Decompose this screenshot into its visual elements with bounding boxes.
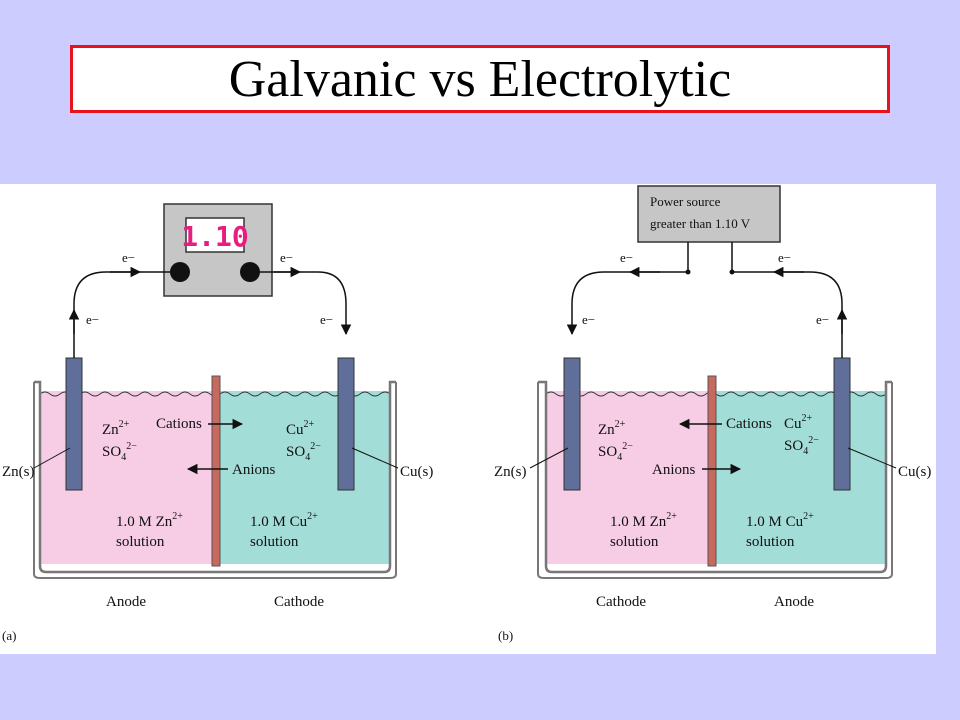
svg-text:Zn2+: Zn2+ [598,419,626,438]
slide-title: Galvanic vs Electrolytic [70,45,890,113]
cathode-solution-label: 1.0 M Zn [610,514,667,530]
electron-label: e− [778,250,791,265]
svg-text:SO42−: SO42− [784,435,819,457]
zinc-metal-label: Zn(s) [494,464,527,480]
charge-superscript: 2+ [304,419,315,430]
zinc-ion-label: Zn [102,422,119,438]
subscript: 4 [121,452,126,463]
subscript: 4 [617,452,622,463]
zinc-electrode [65,357,83,491]
electron-label: e− [320,312,333,327]
charge-superscript: 2+ [119,419,130,430]
cathode-label: Cathode [596,594,646,610]
svg-text:Cu2+: Cu2+ [784,413,813,432]
cathode-solution [220,391,390,564]
charge-superscript: 2− [808,435,819,446]
charge-superscript: 2+ [803,511,814,522]
left-wire [566,271,688,336]
zinc-ion-label: Zn [598,422,615,438]
zinc-metal-label: Zn(s) [2,464,35,480]
sulfate-ion-label: SO [784,438,803,454]
cathode-solution-label: 1.0 M Cu [250,514,308,530]
copper-ion-label: Cu [286,422,304,438]
cations-label: Cations [726,416,772,432]
porous-divider [211,375,221,567]
cells-diagram: 1.10 e− e− e− e− Zn(s) Cu(s) Zn2+ SO42− … [2,185,931,643]
anode-solution-label: 1.0 M Cu [746,514,804,530]
right-terminal [240,262,260,282]
svg-text:SO42−: SO42− [286,441,321,463]
svg-text:Cu2+: Cu2+ [286,419,315,438]
meter-reading: 1.10 [181,220,248,253]
anions-label: Anions [232,462,276,478]
cations-label: Cations [156,416,202,432]
charge-superscript: 2+ [615,419,626,430]
subscript: 4 [803,446,808,457]
electron-label: e− [582,312,595,327]
right-wire [260,271,352,336]
voltmeter-display [185,217,245,253]
charge-superscript: 2+ [802,413,813,424]
svg-text:1.0 M Zn2+: 1.0 M Zn2+ [116,511,183,530]
beaker [34,380,396,574]
copper-metal-label: Cu(s) [400,464,433,480]
cathode-label: Cathode [274,594,324,610]
anode-solution-label: 1.0 M Zn [116,514,173,530]
figure-a-galvanic-cell: 1.10 e− e− e− e− Zn(s) Cu(s) Zn2+ SO42− … [2,203,433,643]
anode-label: Anode [106,594,146,610]
copper-ion-label: Cu [784,416,802,432]
svg-text:1.0 M Cu2+: 1.0 M Cu2+ [250,511,318,530]
electron-label: e− [280,250,293,265]
sulfate-ion-label: SO [286,444,305,460]
electron-label: e− [620,250,633,265]
power-source [637,185,781,243]
copper-metal-label: Cu(s) [898,464,931,480]
svg-text:1.0 M Zn2+: 1.0 M Zn2+ [610,511,677,530]
cathode-solution-label: solution [610,534,659,550]
cathode-solution-label: solution [250,534,299,550]
charge-superscript: 2− [126,441,137,452]
subscript: 4 [305,452,310,463]
sulfate-ion-label: SO [102,444,121,460]
anode-solution-label: solution [746,534,795,550]
panel-label: (b) [498,628,513,643]
anions-label: Anions [652,462,696,478]
anode-solution [716,391,886,564]
charge-superscript: 2− [310,441,321,452]
svg-text:SO42−: SO42− [102,441,137,463]
left-wire [73,271,170,358]
power-source-label: greater than 1.10 V [650,216,751,231]
charge-superscript: 2+ [172,511,183,522]
copper-electrode [337,357,355,491]
zinc-electrode [563,357,581,491]
charge-superscript: 2+ [666,511,677,522]
charge-superscript: 2+ [307,511,318,522]
svg-text:SO42−: SO42− [598,441,633,463]
charge-superscript: 2− [622,441,633,452]
sulfate-ion-label: SO [598,444,617,460]
figure-b-electrolytic-cell: Power source greater than 1.10 V e− e− e… [494,185,931,643]
electron-label: e− [86,312,99,327]
power-source-label: Power source [650,194,721,209]
right-wire [732,271,843,358]
copper-electrode [833,357,851,491]
electron-label: e− [122,250,135,265]
porous-divider [707,375,717,567]
left-terminal [170,262,190,282]
svg-text:Zn2+: Zn2+ [102,419,130,438]
beaker [538,380,892,574]
electron-label: e− [816,312,829,327]
figure-panel: 1.10 e− e− e− e− Zn(s) Cu(s) Zn2+ SO42− … [0,184,936,654]
panel-label: (a) [2,628,16,643]
anode-solution-label: solution [116,534,165,550]
anode-label: Anode [774,594,814,610]
svg-text:1.0 M Cu2+: 1.0 M Cu2+ [746,511,814,530]
